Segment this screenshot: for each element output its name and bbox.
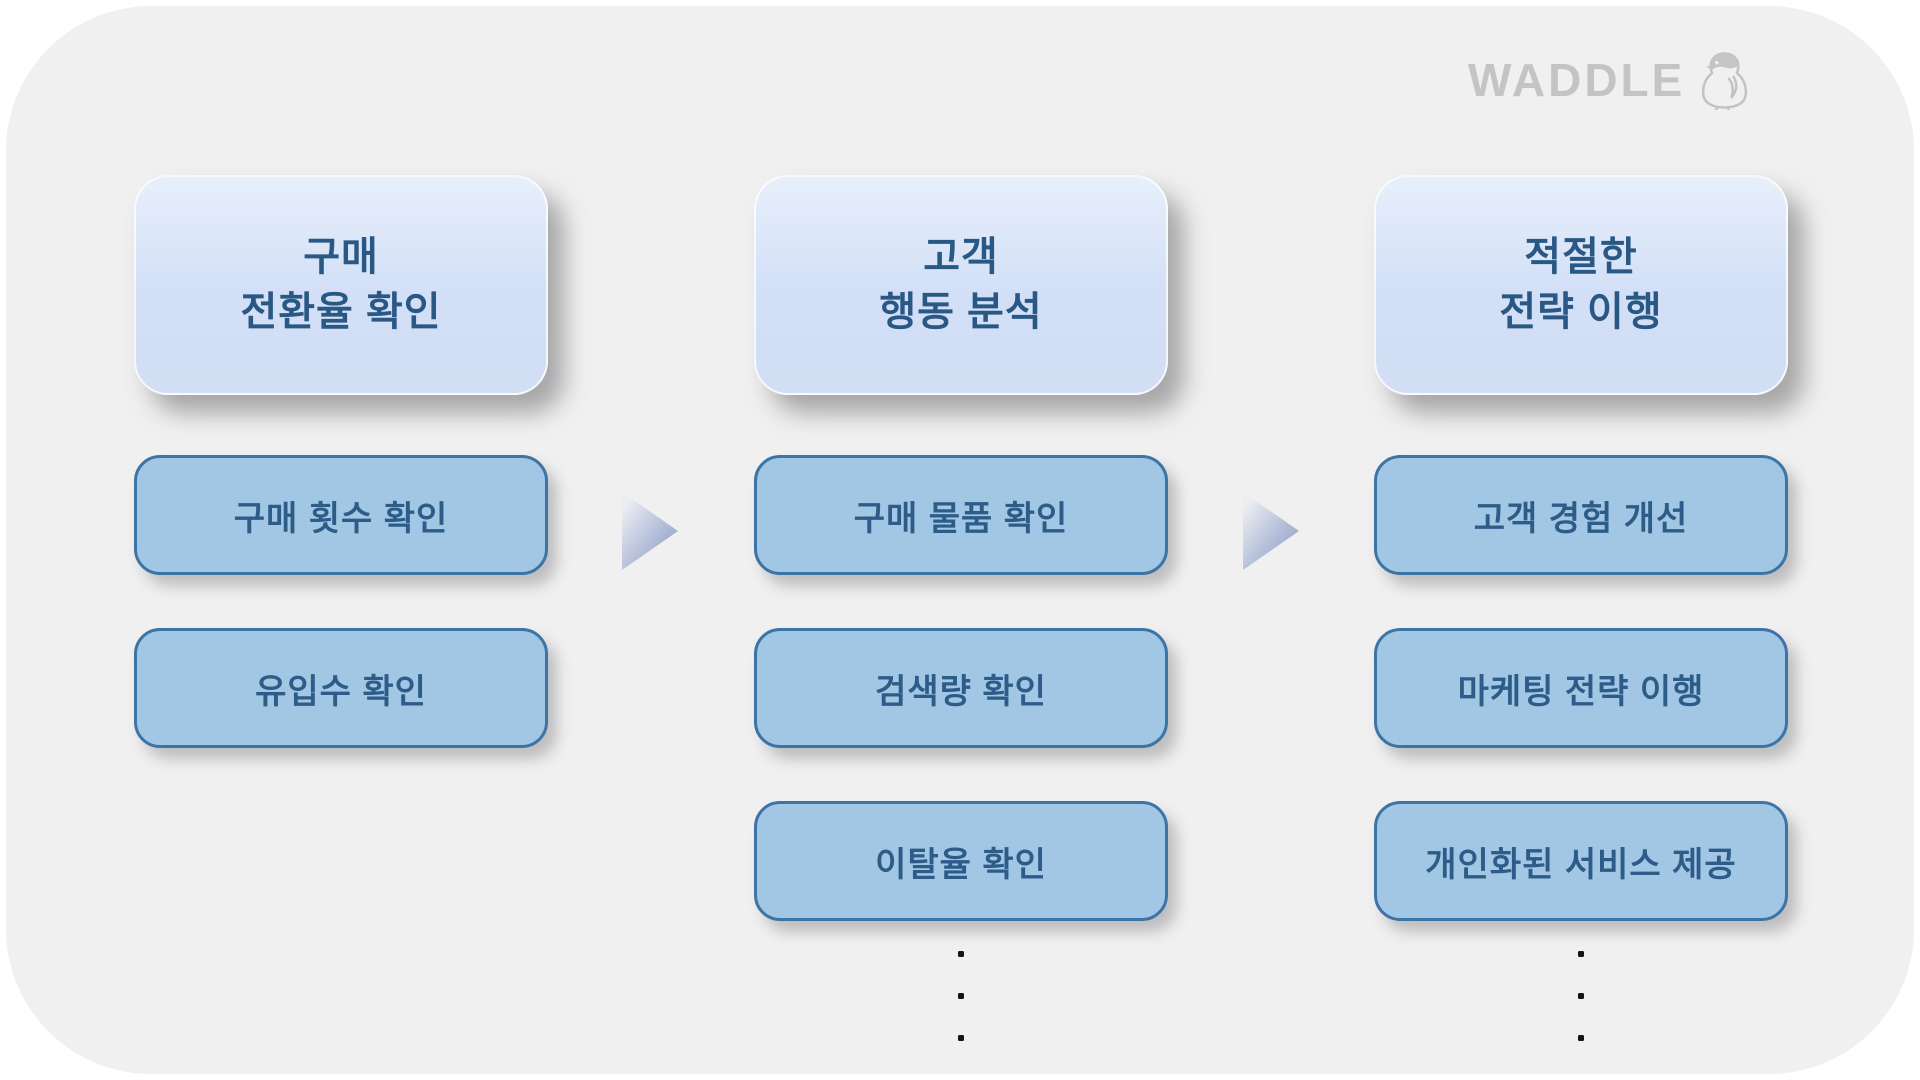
ellipsis-dots xyxy=(1374,951,1788,1041)
header-line-1: 구매 xyxy=(303,234,379,279)
item-label: 검색량 확인 xyxy=(875,672,1047,711)
ellipsis-dot xyxy=(958,951,964,957)
ellipsis-dot xyxy=(958,1035,964,1041)
item-label: 구매 횟수 확인 xyxy=(233,499,449,538)
item-box-churn-rate: 이탈율 확인 xyxy=(754,801,1168,921)
header-line-2: 전략 이행 xyxy=(1499,290,1663,334)
item-box-purchase-count: 구매 횟수 확인 xyxy=(134,455,548,575)
ellipsis-dot xyxy=(1578,1035,1584,1041)
item-label: 고객 경험 개선 xyxy=(1473,499,1689,538)
item-label: 개인화된 서비스 제공 xyxy=(1425,845,1737,884)
item-box-purchased-items: 구매 물품 확인 xyxy=(754,455,1168,575)
brand-logo: WADDLE xyxy=(1468,50,1752,110)
header-line-1: 적절한 xyxy=(1524,234,1638,279)
item-label: 이탈율 확인 xyxy=(875,845,1047,884)
item-box-personalized-service: 개인화된 서비스 제공 xyxy=(1374,801,1788,921)
header-line-1: 고객 xyxy=(923,234,999,279)
item-box-search-volume: 검색량 확인 xyxy=(754,628,1168,748)
item-box-inflow-count: 유입수 확인 xyxy=(134,628,548,748)
header-line-2: 행동 분석 xyxy=(879,290,1043,334)
item-label: 마케팅 전략 이행 xyxy=(1457,672,1705,711)
ellipsis-dot xyxy=(1578,951,1584,957)
brand-name: WADDLE xyxy=(1468,54,1686,106)
item-label: 유입수 확인 xyxy=(255,672,427,711)
header-line-2: 전환율 확인 xyxy=(240,290,442,334)
item-box-marketing-strategy: 마케팅 전략 이행 xyxy=(1374,628,1788,748)
penguin-icon xyxy=(1702,52,1748,110)
ellipsis-dots xyxy=(754,951,1168,1041)
ellipsis-dot xyxy=(1578,993,1584,999)
item-box-customer-experience: 고객 경험 개선 xyxy=(1374,455,1788,575)
ellipsis-dot xyxy=(958,993,964,999)
item-label: 구매 물품 확인 xyxy=(853,499,1069,538)
